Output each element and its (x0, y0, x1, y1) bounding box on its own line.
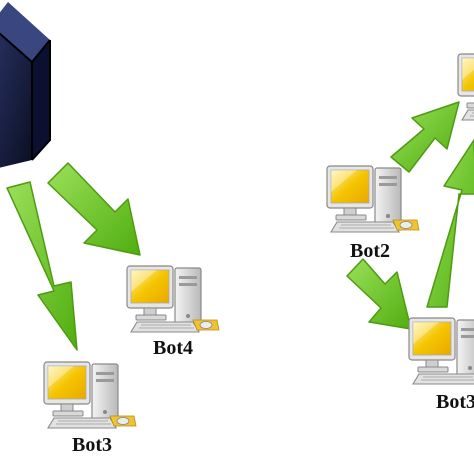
arrow-server-to-bot3-left (6, 181, 78, 351)
server-cube-icon (0, 2, 51, 168)
bot3-right-computer-icon (408, 317, 474, 385)
bot4-label: Bot4 (153, 337, 193, 359)
bot2-label: Bot2 (350, 240, 390, 262)
arrow-server-to-bot4 (47, 162, 141, 256)
arrow-bot2-to-bot3-right (346, 258, 412, 330)
bot4-computer-icon (126, 265, 220, 333)
arrow-bot3-right-to-top-right (426, 139, 474, 308)
bot2-computer-icon (326, 165, 420, 233)
arrow-bot2-to-top-right (390, 101, 460, 173)
top-right-computer-icon (457, 53, 474, 121)
bot3-left-label: Bot3 (72, 434, 112, 456)
bot3-left-computer-icon (43, 361, 137, 429)
bot3-right-label: Bot3 (436, 391, 474, 413)
